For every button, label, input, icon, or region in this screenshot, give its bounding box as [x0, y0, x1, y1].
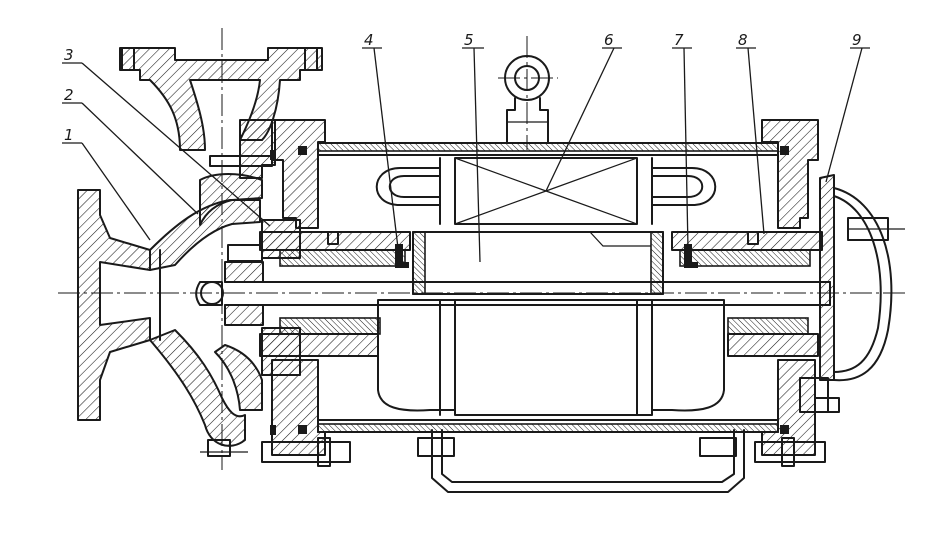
winding-end-turn-left: [375, 167, 441, 206]
stator-core-lower: [377, 299, 725, 416]
callout-7-label: 7: [674, 31, 684, 49]
callout-2-label: 2: [64, 86, 74, 104]
support-foot: [431, 429, 745, 493]
right-bearing-sleeve: [671, 231, 823, 357]
rotor: [412, 231, 664, 295]
callout-1: 1: [62, 126, 151, 241]
bottom-bolts: [200, 437, 826, 467]
stator-core-upper: [439, 157, 653, 225]
callout-6: 6: [545, 31, 622, 192]
callout-5: 5: [462, 31, 484, 263]
winding-end-turn-right: [651, 167, 717, 206]
pump-volute-casing: [77, 47, 323, 447]
callout-8: 8: [736, 31, 765, 235]
callout-9: 9: [825, 31, 870, 183]
rear-cover: [799, 174, 905, 413]
callout-7: 7: [672, 31, 692, 249]
callout-3: 3: [62, 46, 271, 227]
callout-6-label: 6: [604, 31, 614, 49]
callout-3-label: 3: [64, 46, 74, 64]
callout-4-label: 4: [364, 31, 374, 49]
lifting-eye-bolt: [498, 55, 558, 144]
callout-4: 4: [362, 31, 399, 249]
callout-5-label: 5: [464, 31, 474, 49]
callout-1-label: 1: [64, 126, 74, 144]
callout-9-label: 9: [852, 31, 862, 49]
callout-2: 2: [62, 86, 199, 215]
callout-8-label: 8: [738, 31, 748, 49]
stator-housing: [270, 119, 819, 456]
